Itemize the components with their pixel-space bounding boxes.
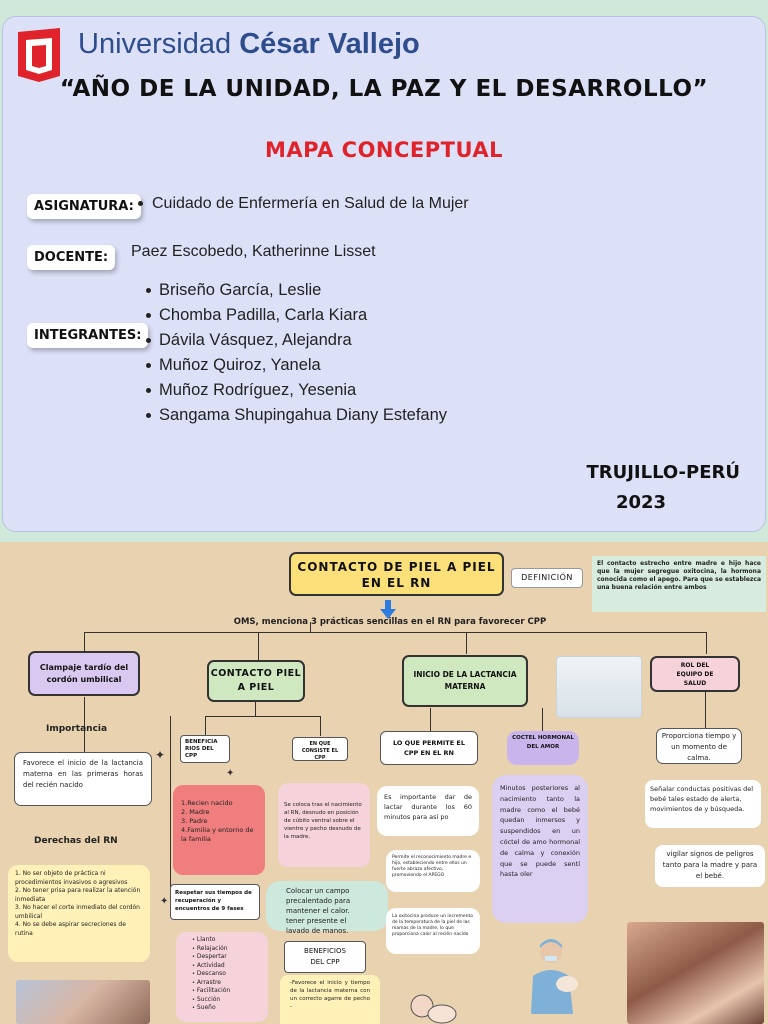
university-name: Universidad César Vallejo: [78, 28, 420, 60]
branch-clampaje-title: Clampaje tardío del cordón umbilical: [28, 651, 140, 696]
rights-label: Derechas del RN: [34, 836, 118, 846]
cocktail-label: COCTEL HORMONAL DEL AMOR: [507, 731, 579, 765]
member-item: Dávila Vásquez, Alejandra: [146, 331, 447, 356]
connector-line: [320, 716, 321, 736]
respect-label: Respetar sus tiempos de recuperación y e…: [170, 884, 260, 920]
bullet-icon: [146, 338, 151, 344]
year-label: 2023: [615, 492, 667, 513]
map-title: CONTACTO DE PIEL A PIEL EN EL RN: [289, 552, 504, 596]
allows-text: Es importante dar de lactar durante los …: [377, 786, 479, 836]
ucv-logo-icon: [18, 28, 60, 82]
allows-label: LO QUE PERMITE EL CPP EN EL RN: [380, 731, 478, 765]
phase-item: • Arrastre: [192, 978, 221, 986]
bullet-icon: [146, 313, 151, 319]
branch-rol-title: ROL DEL EQUIPO DE SALUD: [650, 656, 740, 692]
phase-item: • Actividad: [192, 961, 225, 969]
member-item: Briseño García, Leslie: [146, 281, 447, 306]
cpp-benefits-label: BENEFICIOS DEL CPP: [284, 941, 366, 973]
beneficiary-item: 2. Madre: [181, 808, 210, 816]
right-item: 2. No tener prisa para realizar la atenc…: [15, 887, 141, 903]
photo-newborn-image: [16, 980, 150, 1024]
phase-item: • Despertar: [192, 953, 227, 960]
right-item: 3. No hacer el corte inmediato del cordó…: [15, 904, 140, 920]
definition-label: DEFINICIÓN: [511, 568, 583, 588]
connector-line: [706, 632, 707, 654]
members-tag: INTEGRANTES:: [27, 323, 149, 348]
beneficiary-item: 1.Recien nacido: [181, 799, 233, 807]
right-item: 1. No ser objeto de práctica ni procedim…: [15, 870, 128, 886]
connector-line: [84, 697, 85, 752]
beneficiary-item: 3. Padre: [181, 817, 208, 825]
connector-line: [466, 632, 467, 654]
oms-text: OMS, menciona 3 prácticas sencillas en e…: [233, 617, 547, 627]
recognition-text: Permite el reconocimiento madre e hijo, …: [386, 850, 480, 892]
photo-skin-to-skin-image: [627, 922, 764, 1024]
branch-cpp-title: CONTACTO PIEL A PIEL: [207, 660, 305, 702]
connector-line: [170, 716, 171, 904]
phase-item: • Sueño: [192, 1004, 216, 1011]
member-item: Muñoz Quiroz, Yanela: [146, 356, 447, 381]
cover-panel: [2, 16, 766, 532]
city-label: TRUJILLO-PERÚ: [586, 462, 740, 483]
connector-line: [84, 632, 85, 652]
connector-line: [705, 692, 706, 728]
member-item: Muñoz Rodríguez, Yesenia: [146, 381, 447, 406]
phase-item: • Llanto: [192, 936, 216, 943]
sparkle-icon: ✦: [226, 768, 235, 779]
bullet-icon: [146, 288, 151, 294]
bullet-icon: [138, 201, 143, 207]
importance-text: Favorece el inicio de la lactancia mater…: [14, 752, 152, 806]
subject-value: Cuidado de Enfermería en Salud de la Muj…: [138, 195, 469, 213]
down-arrow-icon: [380, 600, 396, 619]
phases-box: • Llanto • Relajación • Despertar • Acti…: [176, 932, 268, 1022]
member-item: Sangama Shupingahua Diany Estefany: [146, 406, 447, 431]
teacher-value: Paez Escobedo, Katherinne Lisset: [131, 243, 376, 260]
document-type-title: MAPA CONCEPTUAL: [264, 138, 504, 162]
bullet-icon: [146, 413, 151, 419]
role-item: vigilar signos de peligros tanto para la…: [655, 845, 765, 887]
role-item: Señalar conductas positivas del bebé tal…: [645, 780, 761, 828]
connector-line: [542, 708, 543, 732]
cpp-benefits-text: -Favorece el inicio y tiempo de la lacta…: [280, 975, 380, 1024]
connector-line: [84, 632, 706, 633]
bullet-icon: [146, 388, 151, 394]
oxytocin-text: La oxitocina produce un incremento de la…: [386, 908, 480, 954]
benefits-label: BENEFICIA RIOS DEL CPP: [180, 735, 230, 763]
connector-line: [205, 716, 320, 717]
branch-lactancia-title: INICIO DE LA LACTANCIA MATERNA: [402, 655, 528, 707]
connector-line: [258, 632, 259, 660]
rights-box: 1. No ser objeto de práctica ni procedim…: [8, 865, 150, 962]
sparkle-icon: ✦: [160, 896, 169, 907]
incubator-image: [556, 656, 642, 718]
baby-illustration-icon: [410, 994, 457, 1024]
cocktail-text: Minutos posteriores al nacimiento tanto …: [492, 775, 588, 923]
importance-label: Importancia: [46, 724, 108, 734]
motto-heading: “AÑO DE LA UNIDAD, LA PAZ Y EL DESARROLL…: [59, 76, 709, 102]
sparkle-icon: ✦: [155, 748, 166, 762]
phase-item: • Relajación: [192, 944, 228, 952]
connector-line: [255, 702, 256, 716]
connector-line: [430, 708, 431, 732]
phase-item: • Succión: [192, 995, 221, 1003]
role-item: Proporciona tiempo y un momento de calma…: [656, 728, 742, 764]
consists-label: EN QUE CONSISTE EL CPP: [292, 737, 348, 761]
phase-item: • Descanso: [192, 970, 226, 977]
beneficiary-item: 4.Familia y entorno de la familia: [181, 826, 254, 843]
phase-item: • Facilitación: [192, 987, 231, 994]
beneficiaries-box: 1.Recien nacido 2. Madre 3. Padre 4.Fami…: [173, 785, 265, 875]
consists-text: Se coloca tras el nacimiento al RN, desn…: [278, 783, 370, 867]
connector-line: [205, 716, 206, 736]
teacher-tag: DOCENTE:: [27, 245, 116, 270]
nurse-illustration-icon: [531, 939, 578, 1014]
place-text: Colocar un campo precalentado para mante…: [266, 881, 388, 935]
definition-text: El contacto estrecho entre madre e hijo …: [592, 556, 766, 612]
members-list: Briseño García, Leslie Chomba Padilla, C…: [146, 281, 447, 431]
bullet-icon: [146, 363, 151, 369]
connector-line: [310, 622, 311, 632]
right-item: 4. No se debe aspirar secreciones de rut…: [15, 921, 126, 937]
subject-tag: ASIGNATURA:: [27, 194, 141, 219]
member-item: Chomba Padilla, Carla Kiara: [146, 306, 447, 331]
